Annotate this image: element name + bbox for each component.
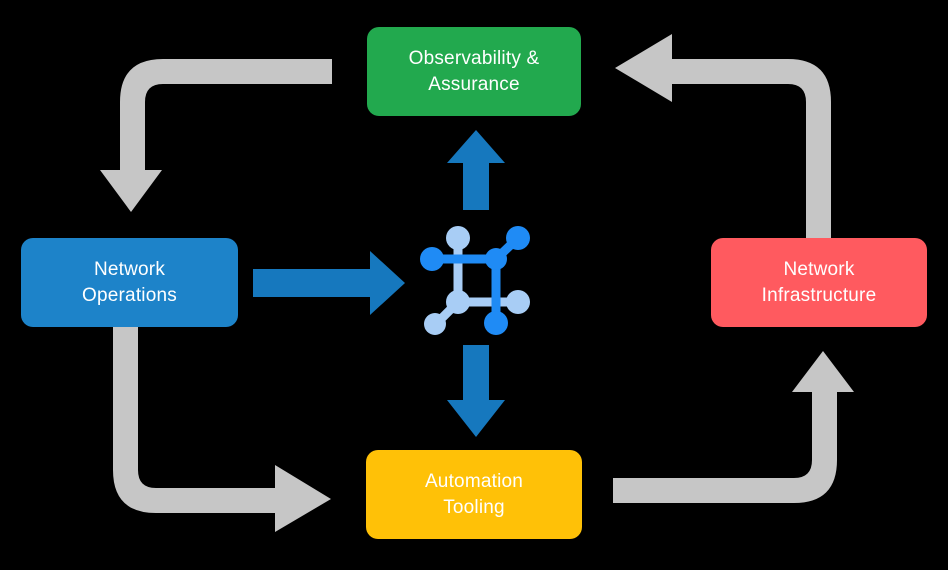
node-label-observability: Observability & Assurance <box>408 47 540 95</box>
blue-arrow-center-to-automation <box>447 345 505 437</box>
blue-arrow-center-to-observability <box>447 130 505 210</box>
network-topology-icon <box>420 226 530 335</box>
gray-arrow-operations-to-automation <box>113 327 331 532</box>
topology-dark-nodes <box>420 226 530 335</box>
node-network-infrastructure[interactable]: Network Infrastructure <box>711 238 927 327</box>
node-label-network-operations: Network Operations <box>82 258 177 306</box>
node-observability-assurance[interactable]: Observability & Assurance <box>367 27 581 116</box>
blue-arrow-operations-to-center <box>253 251 405 315</box>
gray-arrow-infrastructure-to-observability <box>615 34 831 238</box>
gray-arrow-observability-to-operations <box>100 59 332 212</box>
gray-arrow-automation-to-infrastructure <box>613 351 854 503</box>
node-network-operations[interactable]: Network Operations <box>21 238 238 327</box>
node-label-network-infrastructure: Network Infrastructure <box>761 258 877 306</box>
node-automation-tooling[interactable]: Automation Tooling <box>366 450 582 539</box>
node-label-automation-tooling: Automation Tooling <box>424 470 524 518</box>
topology-light-nodes <box>424 226 530 335</box>
